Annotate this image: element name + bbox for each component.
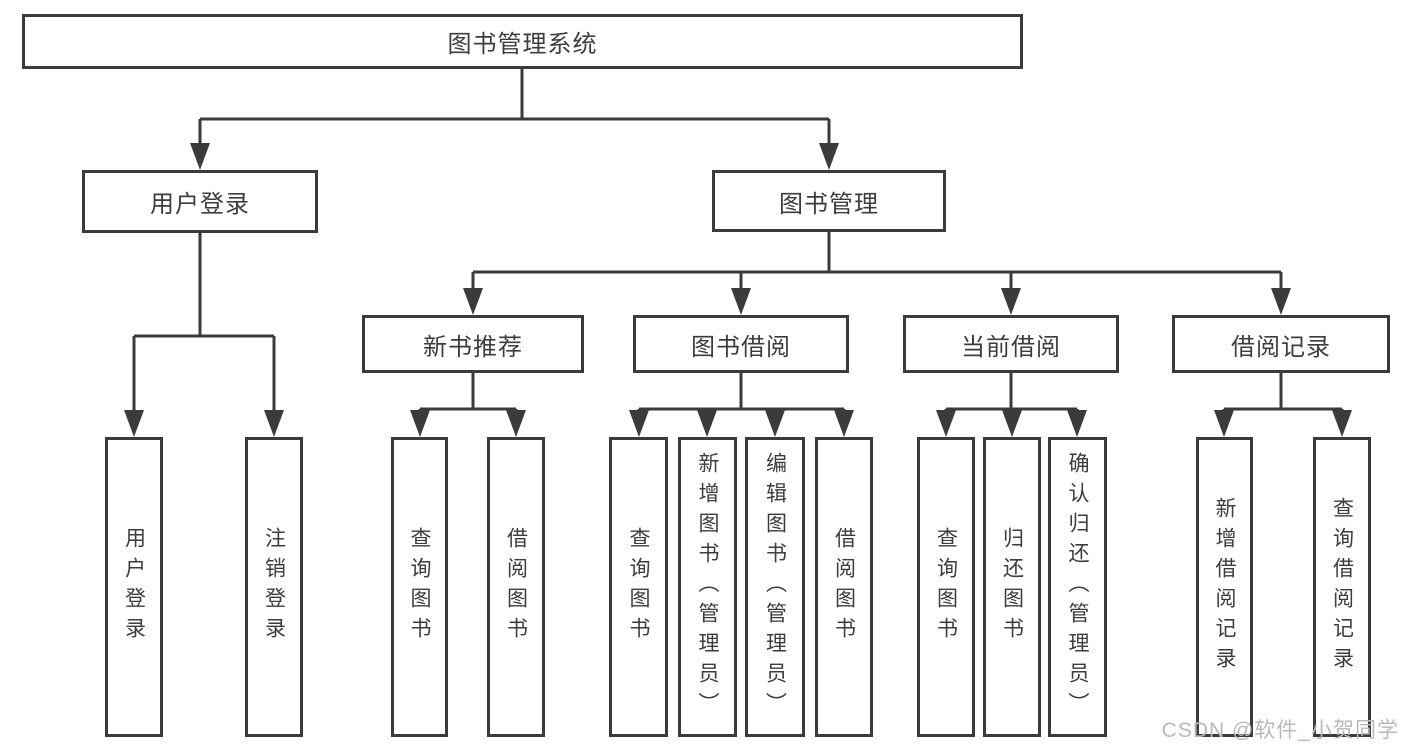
node-label: 查询图书 bbox=[934, 527, 958, 647]
leaf-current-query-books: 查询图书 bbox=[917, 437, 975, 737]
node-label: 图书管理 bbox=[779, 190, 879, 218]
leaf-borrow-add-book-admin: 新增图书（管理员） bbox=[678, 437, 737, 737]
node-current-borrowing: 当前借阅 bbox=[903, 315, 1119, 373]
connector-lines bbox=[132, 68, 1344, 420]
leaf-current-return-book: 归还图书 bbox=[983, 437, 1041, 737]
node-label: 用户登录 bbox=[150, 191, 250, 218]
leaf-borrow-borrow-books: 借阅图书 bbox=[815, 437, 873, 737]
node-label: 借阅图书 bbox=[832, 527, 856, 647]
arrowheads bbox=[124, 143, 1352, 437]
node-label: 用户登录 bbox=[122, 527, 146, 647]
watermark: CSDN @软件_小贺同学 bbox=[1161, 719, 1399, 742]
leaf-records-query-borrow-record: 查询借阅记录 bbox=[1313, 437, 1371, 737]
node-label: 借阅图书 bbox=[504, 527, 528, 647]
node-label: 新增借阅记录 bbox=[1213, 497, 1236, 677]
node-label: 当前借阅 bbox=[961, 333, 1061, 361]
node-label: 新书推荐 bbox=[423, 333, 523, 361]
node-label: 注销登录 bbox=[262, 527, 286, 647]
leaf-user-login: 用户登录 bbox=[105, 437, 163, 737]
node-label: 确认归还（管理员） bbox=[1066, 452, 1089, 722]
leaf-recommend-query-books: 查询图书 bbox=[391, 437, 448, 737]
leaf-borrow-query-books: 查询图书 bbox=[609, 437, 668, 737]
node-label: 借阅记录 bbox=[1231, 333, 1331, 361]
node-label: 编辑图书（管理员） bbox=[763, 452, 787, 722]
node-borrowing-records: 借阅记录 bbox=[1172, 315, 1390, 373]
node-label: 归还图书 bbox=[1000, 527, 1024, 647]
node-label: 新增图书（管理员） bbox=[696, 452, 719, 722]
node-book-management: 图书管理 bbox=[712, 170, 946, 232]
node-library-management-system: 图书管理系统 bbox=[22, 14, 1023, 69]
node-label: 查询借阅记录 bbox=[1330, 497, 1354, 677]
node-label: 查询图书 bbox=[408, 527, 431, 647]
node-label: 图书管理系统 bbox=[447, 31, 598, 58]
node-user-login: 用户登录 bbox=[82, 170, 318, 233]
node-new-book-recommendation: 新书推荐 bbox=[362, 315, 584, 373]
node-label: 查询图书 bbox=[627, 527, 650, 647]
leaf-recommend-borrow-books: 借阅图书 bbox=[487, 437, 545, 737]
node-book-borrowing: 图书借阅 bbox=[633, 315, 849, 373]
node-label: 图书借阅 bbox=[691, 333, 791, 361]
leaf-logout: 注销登录 bbox=[245, 437, 303, 737]
leaf-borrow-edit-book-admin: 编辑图书（管理员） bbox=[745, 437, 805, 737]
leaf-records-add-borrow-record: 新增借阅记录 bbox=[1196, 437, 1253, 737]
leaf-current-confirm-return-admin: 确认归还（管理员） bbox=[1048, 437, 1107, 737]
